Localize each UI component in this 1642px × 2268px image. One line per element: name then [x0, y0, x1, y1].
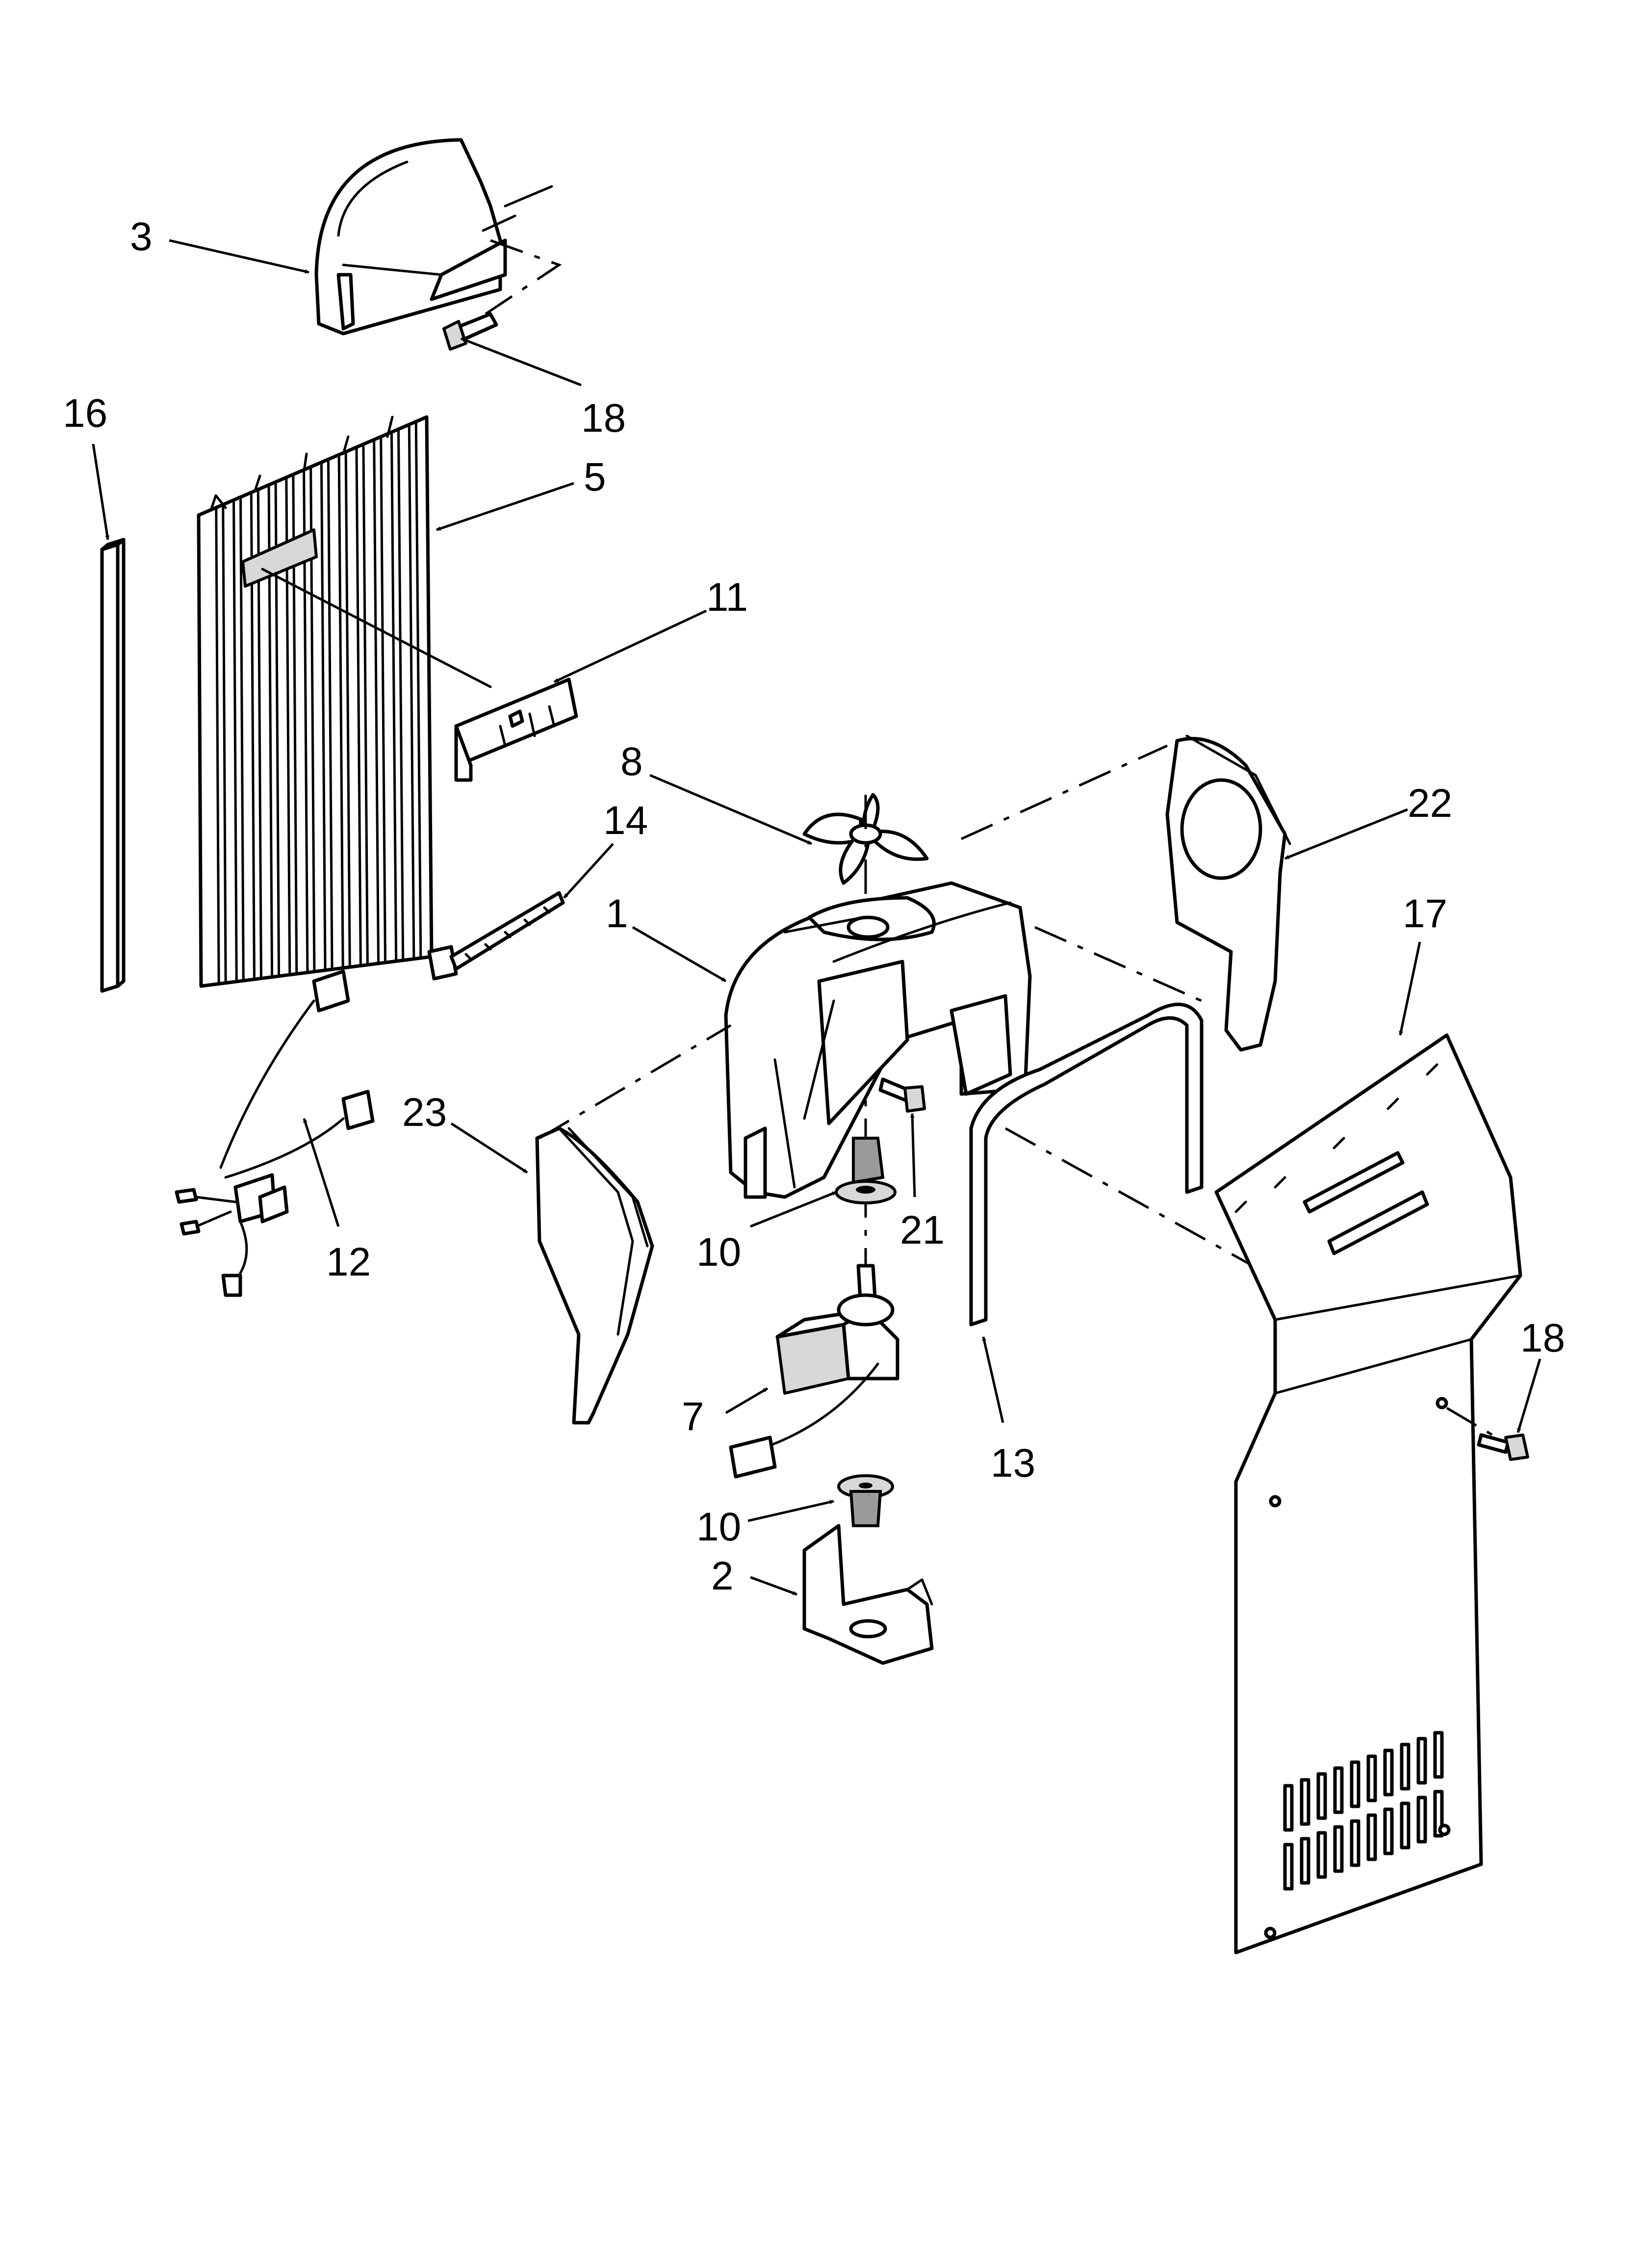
callout-7: 7 [682, 1394, 704, 1439]
part-23-left-baffle [535, 1024, 732, 1425]
vent-slot [1366, 1813, 1377, 1861]
vent-slot [1383, 1748, 1394, 1797]
callout-10-upper: 10 [696, 1230, 741, 1275]
panel-rib [373, 435, 387, 965]
panel-rib [320, 458, 334, 972]
part-21-screw [878, 1077, 926, 1113]
vent-slot [1316, 1831, 1327, 1879]
vent-slot [1416, 1796, 1427, 1844]
vent-slot [1333, 1825, 1344, 1873]
panel-rib [355, 443, 369, 967]
callout-labels: 3 18 16 5 11 8 22 14 1 17 23 21 10 12 18… [63, 214, 1565, 1598]
part-14-cable-tie [427, 891, 565, 981]
panel-rib [337, 450, 351, 969]
callout-3: 3 [130, 214, 153, 259]
callout-13: 13 [991, 1441, 1035, 1486]
part-16-gasket-strip [100, 538, 126, 993]
vent-slots [1283, 1731, 1444, 1891]
callout-12: 12 [326, 1240, 371, 1284]
callout-22: 22 [1408, 781, 1452, 826]
vent-slot [1350, 1760, 1360, 1808]
vent-slot [1416, 1737, 1427, 1785]
vent-slot [1300, 1837, 1310, 1885]
vent-slot [1383, 1807, 1394, 1855]
part-7-fan-motor [729, 1264, 899, 1479]
callout-17: 17 [1403, 891, 1447, 936]
part-22-right-baffle [960, 734, 1291, 1052]
panel-rib [390, 428, 405, 963]
part-1-fan-housing [724, 881, 1032, 1199]
panel-rib [408, 420, 422, 961]
leader-lines [92, 239, 1541, 1596]
callout-18-top: 18 [581, 396, 626, 441]
callout-21: 21 [900, 1208, 945, 1252]
vent-slot [1350, 1819, 1360, 1867]
vent-slot [1433, 1731, 1444, 1779]
part-18-screw-right [1446, 1407, 1529, 1461]
callout-1: 1 [606, 891, 628, 936]
callout-14: 14 [603, 798, 648, 843]
part-13-u-channel [969, 926, 1271, 1327]
part-5-evaporator-panel [197, 415, 434, 988]
panel-rib [232, 495, 245, 983]
part-10-grommet-lower [837, 1474, 894, 1527]
callout-18-right: 18 [1520, 1316, 1565, 1360]
vent-slot [1400, 1743, 1411, 1791]
callout-16: 16 [63, 391, 107, 436]
callout-2: 2 [711, 1554, 734, 1598]
vent-slot [1366, 1754, 1377, 1802]
vent-slot [1283, 1843, 1294, 1891]
panel-rib [215, 503, 227, 985]
vent-slot [1333, 1766, 1344, 1814]
part-3-duct-cover [314, 138, 562, 336]
callout-23: 23 [402, 1090, 447, 1135]
part-11-bracket [261, 568, 578, 782]
callout-10-lower: 10 [696, 1505, 741, 1549]
vent-slot [1283, 1784, 1294, 1832]
vent-slot [1316, 1772, 1327, 1820]
part-17-rear-panel [1214, 1033, 1522, 1955]
part-2-motor-bracket [802, 1524, 934, 1665]
part-10-grommet-upper [835, 1137, 897, 1204]
callout-11: 11 [706, 575, 748, 620]
vent-slot [1433, 1790, 1444, 1838]
vent-slot [1300, 1778, 1310, 1826]
vent-slot [1400, 1801, 1411, 1850]
callout-5: 5 [584, 455, 606, 499]
part-18-screw-top [442, 312, 498, 351]
part-12-wire-harness [175, 969, 375, 1297]
callout-8: 8 [620, 739, 643, 784]
